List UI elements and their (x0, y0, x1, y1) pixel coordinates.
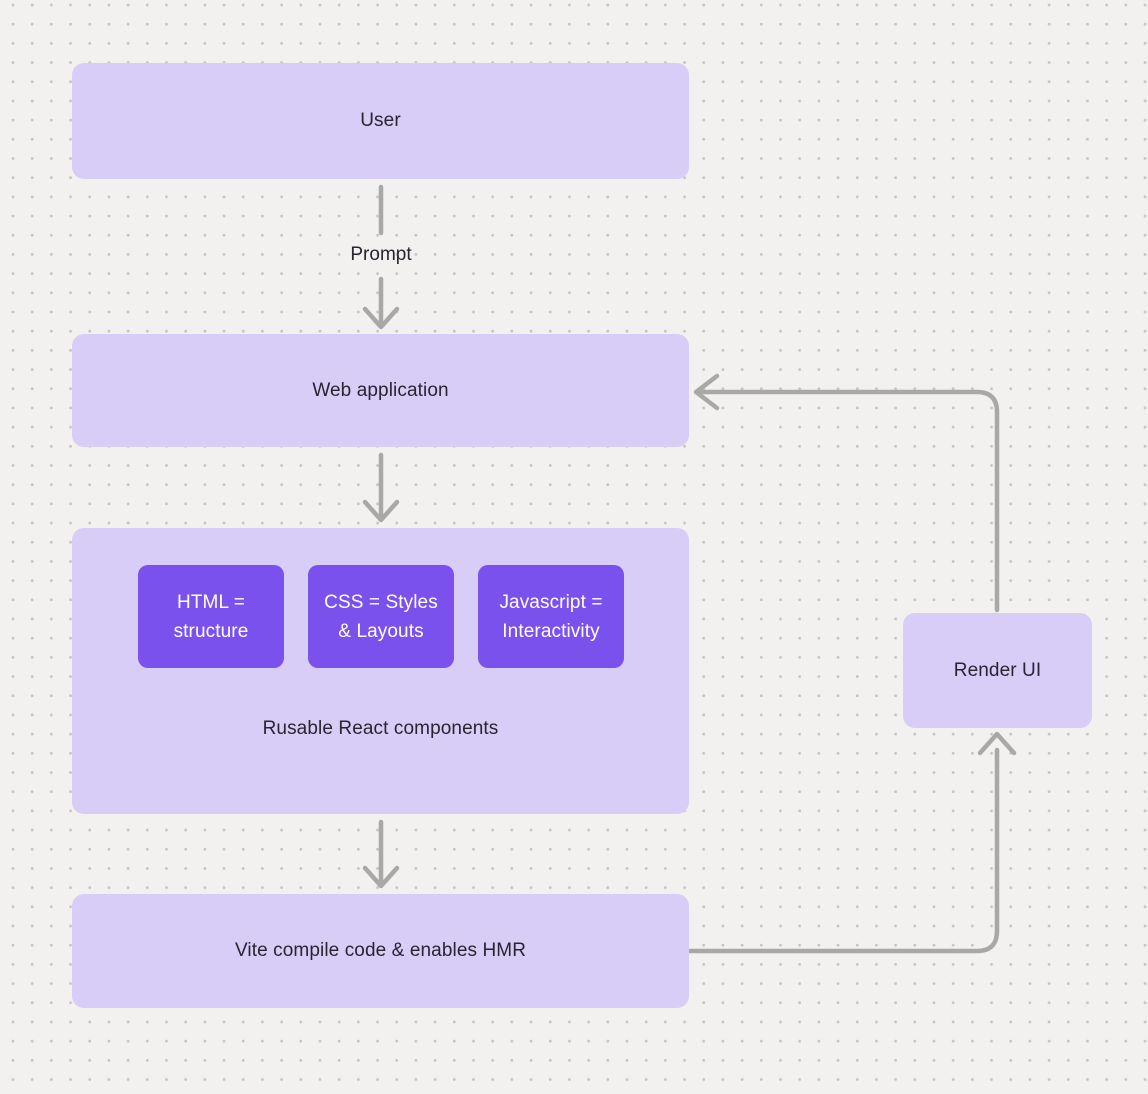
web-application-node[interactable]: Web application (72, 334, 689, 447)
prompt-edge-label: Prompt (350, 244, 412, 265)
css-node-label: CSS = Styles & Layouts (324, 591, 438, 642)
user-node[interactable]: User (72, 63, 689, 179)
arrow-components-to-vite (362, 819, 400, 889)
css-node[interactable]: CSS = Styles & Layouts (308, 565, 454, 668)
arrow-webapp-to-components (362, 452, 400, 523)
javascript-node-label: Javascript = Interactivity (499, 591, 603, 642)
arrow-vite-to-renderui (686, 731, 1017, 954)
arrow-renderui-to-webapp (693, 373, 1000, 613)
javascript-node[interactable]: Javascript = Interactivity (478, 565, 624, 668)
render-ui-node-label: Render UI (953, 659, 1042, 681)
html-node-label: HTML = structure (173, 591, 249, 642)
html-node[interactable]: HTML = structure (138, 565, 284, 668)
user-node-label: User (360, 110, 401, 131)
render-ui-node[interactable]: Render UI (903, 613, 1092, 728)
components-caption: Rusable React components (262, 718, 499, 739)
vite-node[interactable]: Vite compile code & enables HMR (72, 894, 689, 1008)
vite-node-label: Vite compile code & enables HMR (234, 940, 527, 961)
components-group-node[interactable]: HTML = structure CSS = Styles & Layouts … (72, 528, 689, 814)
web-application-node-label: Web application (312, 379, 449, 401)
